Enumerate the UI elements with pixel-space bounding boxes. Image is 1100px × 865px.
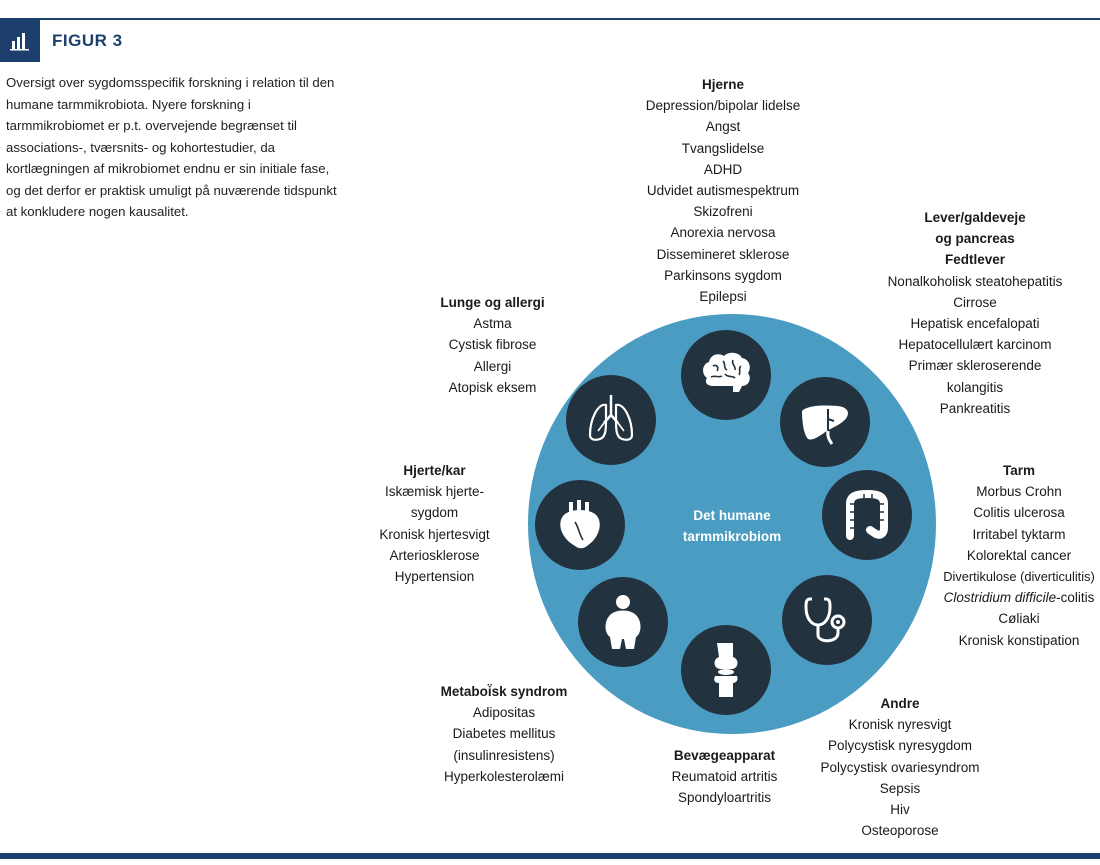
- knee-node: [681, 625, 771, 715]
- figure-badge: [0, 20, 40, 62]
- group-hjerte: Hjerte/kar Iskæmisk hjerte-sygdom Kronis…: [379, 463, 490, 585]
- liver-icon: [802, 405, 848, 445]
- knee-joint-icon: [714, 643, 738, 697]
- figure-label: FIGUR 3: [52, 31, 123, 50]
- lungs-node: [566, 375, 656, 465]
- heart-node: [535, 480, 625, 570]
- intestine-node: [822, 470, 912, 560]
- bottom-rule: [0, 853, 1100, 859]
- person-node: [578, 577, 668, 667]
- top-rule: [0, 18, 1100, 20]
- intestine-icon: [846, 489, 888, 540]
- stethoscope-icon: [804, 597, 846, 643]
- figure-caption: Oversigt over sygdomsspecifik forskning …: [6, 75, 337, 219]
- stethoscope-node: [782, 575, 872, 665]
- brain-icon: [703, 352, 750, 392]
- heart-icon: [560, 500, 600, 549]
- brain-node: [681, 330, 771, 420]
- obese-person-icon: [605, 595, 641, 649]
- liver-node: [780, 377, 870, 467]
- group-lever: Lever/galdeveje og pancreas Fedtlever No…: [887, 210, 1063, 416]
- lungs-icon: [588, 395, 634, 441]
- bar-chart-icon: [10, 33, 29, 51]
